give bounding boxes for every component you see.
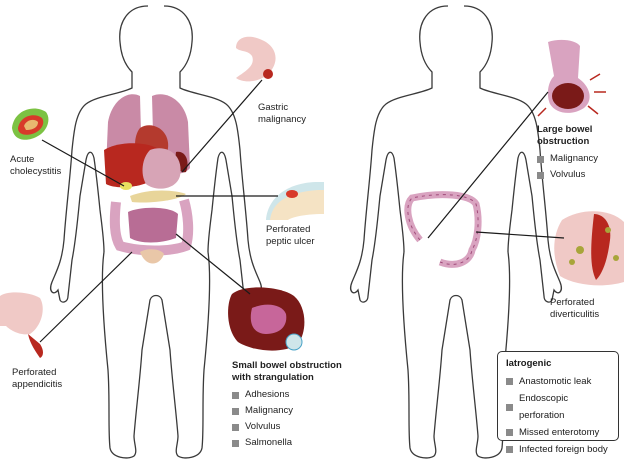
cholecystitis-illustration [12,108,49,140]
iatrogenic-box: Iatrogenic Anastomotic leak Endoscopic p… [497,351,619,455]
left-body-outline [50,5,262,459]
organs [104,94,194,264]
label-gastric-malignancy: Gastric malignancy [258,102,307,125]
diverticulitis-illustration [554,211,624,286]
small-bowel-block: Small bowel obstruction with strangulati… [232,360,392,451]
bullet-icon [506,378,513,385]
bullet-icon [537,171,544,179]
bullet-icon [537,155,544,163]
pancreas [130,190,186,203]
list-item: Volvulus [232,419,392,435]
iatrogenic-title: Iatrogenic [506,358,552,369]
list-item: Endoscopic perforation [506,390,610,424]
small-bowel-list: Adhesions Malignancy Volvulus Salmonella [232,387,392,451]
label-acute-cholecystitis: Acute cholecystitis [10,154,62,177]
peptic-ulcer-illustration [266,182,324,220]
gallbladder [120,182,132,190]
small-bowel-title: Small bowel obstruction with strangulati… [232,360,342,383]
label-perforated-diverticulitis: Perforated diverticulitis [550,297,600,320]
bullet-icon [506,446,513,453]
large-bowel-title: Large bowel obstruction [537,124,593,147]
colon [404,191,482,268]
list-item: Adhesions [232,387,392,403]
gastric-malignancy-illustration [236,36,276,82]
list-item: Malignancy [537,151,627,167]
bullet-icon [232,423,239,431]
label-perforated-appendicitis: Perforated appendicitis [12,367,63,390]
appendicitis-illustration [0,292,43,358]
small-bowel-strangulation-illustration [228,287,305,351]
bullet-icon [506,403,513,411]
bullet-icon [506,429,513,436]
large-bowel-block: Large bowel obstruction Malignancy Volvu… [537,124,627,183]
bullet-icon [232,407,239,415]
stomach [142,148,181,189]
list-item: Malignancy [232,403,392,419]
bladder [140,249,164,264]
large-bowel-list: Malignancy Volvulus [537,151,627,183]
label-perforated-peptic-ulcer: Perforated peptic ulcer [266,224,315,247]
small-bowel [128,207,178,243]
list-item: Salmonella [232,435,392,451]
leader-lines [39,79,565,343]
bullet-icon [232,391,239,399]
iatrogenic-list: Anastomotic leak Endoscopic perforation … [506,373,610,458]
list-item: Volvulus [537,167,627,183]
bullet-icon [232,439,239,447]
list-item: Anastomotic leak [506,373,610,390]
list-item: Missed enterotomy [506,424,610,441]
list-item: Infected foreign body [506,441,610,458]
large-bowel-obstruction-illustration [537,39,606,117]
